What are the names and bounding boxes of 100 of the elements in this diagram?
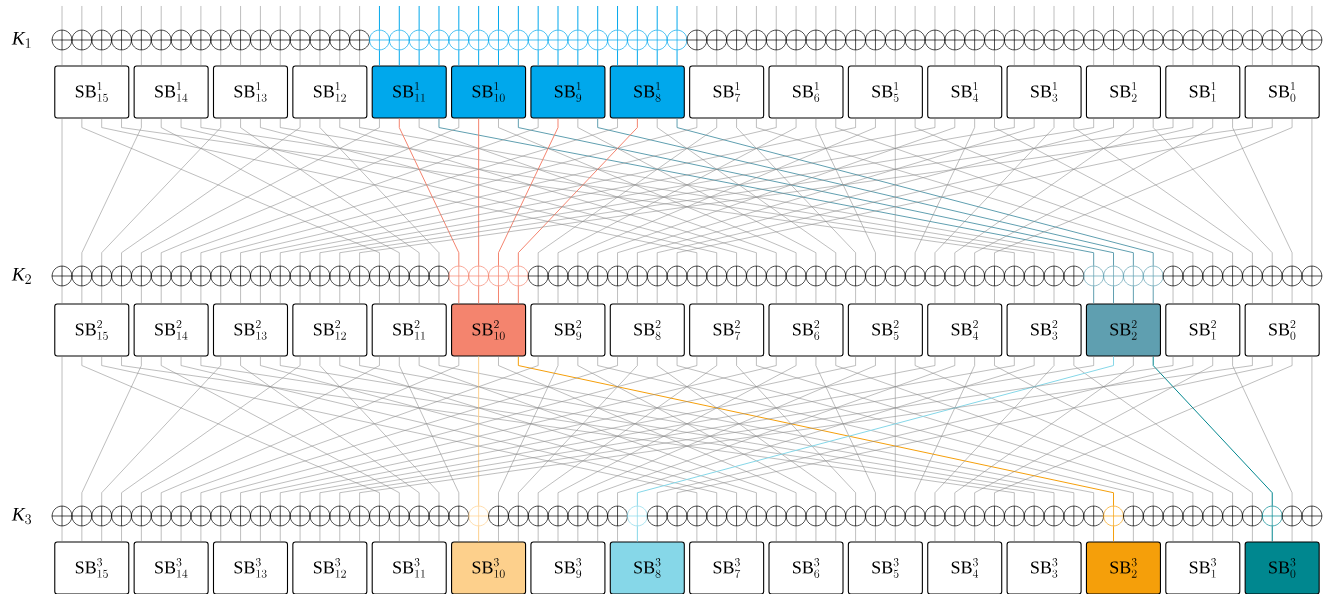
wire xyxy=(974,286,975,304)
wire xyxy=(716,286,717,304)
wire xyxy=(101,118,698,266)
wire xyxy=(478,49,480,66)
xor-circle xyxy=(1241,265,1263,287)
wire xyxy=(339,5,341,30)
wire xyxy=(577,526,579,542)
wire xyxy=(81,50,83,66)
xor-circle xyxy=(785,505,807,527)
wire xyxy=(299,5,301,30)
s-box: $\mathrm{SB}^{1}_{4}$ xyxy=(927,65,1003,119)
wire xyxy=(319,50,321,66)
wire xyxy=(994,286,995,304)
xor-circle xyxy=(468,29,490,51)
wire xyxy=(557,356,797,506)
wire xyxy=(498,5,499,31)
wire xyxy=(319,118,440,266)
wire xyxy=(418,356,777,506)
wire xyxy=(716,526,717,542)
wire xyxy=(1053,286,1055,304)
s-box: $\mathrm{SB}^{3}_{1}$ xyxy=(1165,541,1241,594)
wire xyxy=(141,5,142,30)
s-box: $\mathrm{SB}^{1}_{14}$ xyxy=(133,65,209,119)
xor-circle xyxy=(210,505,232,527)
wire xyxy=(636,49,638,66)
wire xyxy=(1212,526,1213,542)
wire xyxy=(1172,5,1174,30)
xor-circle xyxy=(864,505,887,527)
wire xyxy=(656,286,658,304)
xor-circle xyxy=(150,505,172,527)
wire xyxy=(557,286,559,304)
s-box: $\mathrm{SB}^{3}_{13}$ xyxy=(212,541,289,594)
wire xyxy=(498,118,559,267)
wire xyxy=(81,286,83,304)
wire xyxy=(379,526,380,542)
xor-circle xyxy=(1241,29,1263,51)
xor-circle xyxy=(666,265,688,287)
wire xyxy=(517,49,519,66)
xor-circle xyxy=(51,29,73,51)
wire xyxy=(438,49,440,66)
wire xyxy=(458,49,460,66)
wire xyxy=(577,356,817,506)
xor-circle xyxy=(884,505,906,527)
wire xyxy=(1192,5,1194,30)
wire xyxy=(517,118,638,267)
xor-circle xyxy=(745,505,768,527)
s-box: $\mathrm{SB}^{1}_{6}$ xyxy=(768,65,844,119)
wire xyxy=(597,526,598,542)
xor-circle xyxy=(448,265,470,287)
wire xyxy=(855,286,856,304)
wire xyxy=(121,286,122,304)
xor-circle xyxy=(289,505,311,527)
s-box: $\mathrm{SB}^{3}_{4}$ xyxy=(927,541,1003,594)
xor-circle xyxy=(329,265,351,287)
s-box: $\mathrm{SB}^{1}_{11}$ xyxy=(371,65,447,119)
xor-circle xyxy=(190,29,212,51)
wire xyxy=(101,356,221,506)
wire xyxy=(1093,526,1094,542)
wire xyxy=(359,526,360,542)
wire xyxy=(696,286,698,304)
wire xyxy=(518,526,519,542)
wire xyxy=(537,5,539,31)
wire xyxy=(1152,526,1154,542)
s-box: $\mathrm{SB}^{1}_{8}$ xyxy=(609,65,685,119)
xor-circle xyxy=(745,265,768,287)
wire xyxy=(835,50,837,66)
wire xyxy=(458,5,460,31)
xor-circle xyxy=(368,29,391,51)
xor-circle xyxy=(1202,29,1224,51)
xor-circle xyxy=(626,505,648,527)
xor-circle xyxy=(269,29,291,51)
wire xyxy=(1053,50,1055,66)
wire xyxy=(577,118,817,266)
xor-circle xyxy=(626,265,648,287)
xor-circle xyxy=(587,505,609,527)
wire xyxy=(200,118,618,266)
wire xyxy=(1271,50,1273,66)
s-box: $\mathrm{SB}^{1}_{7}$ xyxy=(689,65,765,119)
xor-circle xyxy=(1261,265,1283,287)
xor-circle xyxy=(468,505,490,527)
wire xyxy=(418,286,420,304)
xor-circle xyxy=(1023,505,1045,527)
xor-circle xyxy=(71,505,93,527)
wire xyxy=(81,356,142,506)
wire xyxy=(121,356,301,506)
wire xyxy=(517,5,519,31)
wire xyxy=(1311,356,1313,506)
wire xyxy=(954,5,956,30)
xor-circle xyxy=(884,29,906,51)
wire xyxy=(676,49,678,66)
xor-circle xyxy=(349,505,371,527)
xor-circle xyxy=(1261,29,1283,51)
xor-circle xyxy=(1043,505,1065,527)
wire xyxy=(1014,286,1015,304)
wire xyxy=(141,118,380,266)
xor-circle xyxy=(150,29,172,51)
xor-circle xyxy=(805,29,827,51)
wire xyxy=(418,5,420,31)
wire xyxy=(1133,526,1134,542)
wire xyxy=(498,356,559,506)
